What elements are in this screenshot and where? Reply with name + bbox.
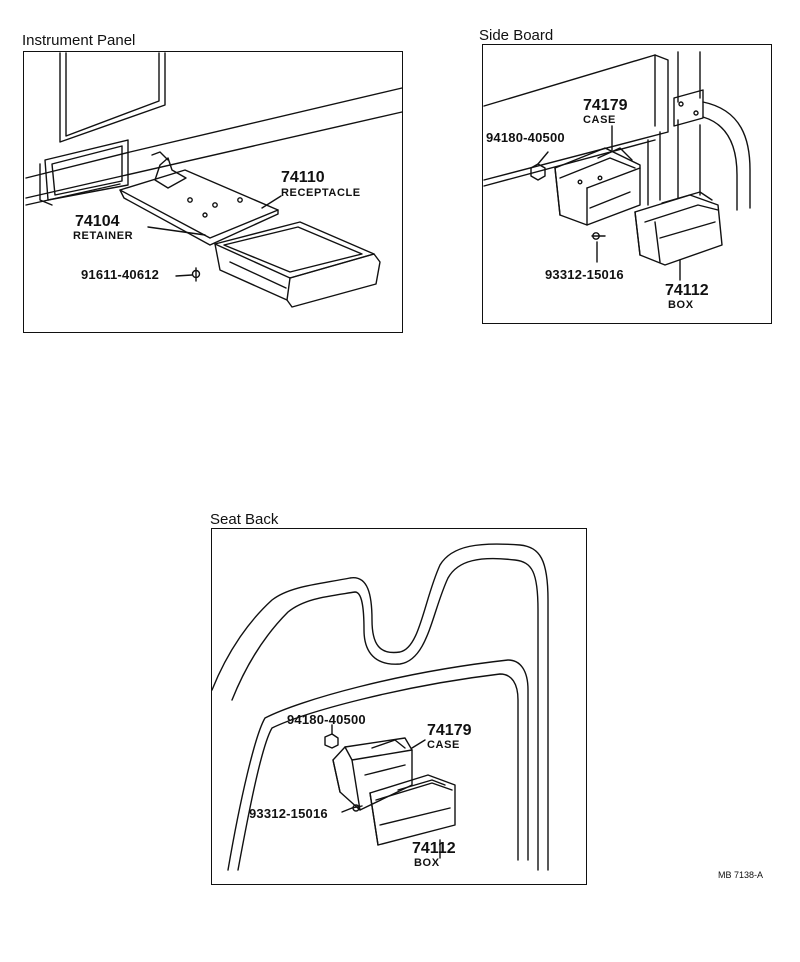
retainer-part-number: 74104 — [75, 213, 120, 230]
figure-reference-code: MB 7138-A — [718, 870, 764, 880]
side-board-drawing — [483, 51, 751, 281]
side-case-part-name: CASE — [583, 114, 616, 126]
side-board-frame — [482, 44, 772, 324]
seat-case-part-name: CASE — [427, 739, 460, 751]
seat-box-part-name: BOX — [414, 857, 440, 869]
receptacle-part-name: RECEPTACLE — [281, 187, 361, 199]
side-screw-part-number: 93312-15016 — [545, 267, 624, 282]
seat-back-drawing — [211, 543, 549, 871]
seat-screw-part-number: 93312-15016 — [249, 806, 328, 821]
instrument-panel-frame — [23, 51, 403, 333]
seat-back-frame — [211, 528, 587, 885]
instrument-panel-title: Instrument Panel — [22, 32, 136, 49]
instrument-screw-part-number: 91611-40612 — [81, 267, 160, 282]
seat-back-title: Seat Back — [210, 511, 279, 528]
receptacle-part-number: 74110 — [281, 169, 325, 186]
retainer-part-name: RETAINER — [73, 230, 134, 242]
side-box-part-number: 74112 — [665, 282, 709, 299]
instrument-panel-drawing — [25, 52, 403, 308]
seat-case-part-number: 74179 — [427, 722, 472, 739]
side-box-part-name: BOX — [668, 299, 694, 311]
seat-nut-part-number: 94180-40500 — [287, 712, 366, 727]
side-board-title: Side Board — [479, 27, 554, 44]
seat-box-part-number: 74112 — [412, 840, 456, 857]
side-nut-part-number: 94180-40500 — [486, 130, 565, 145]
side-case-part-number: 74179 — [583, 97, 628, 114]
